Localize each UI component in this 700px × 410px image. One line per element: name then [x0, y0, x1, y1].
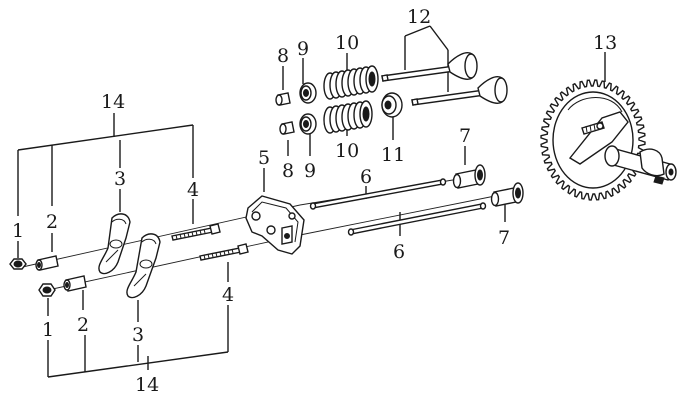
label-4-bottom: 4 — [222, 284, 234, 306]
label-14-top: 14 — [101, 91, 125, 113]
label-9-top: 9 — [297, 38, 309, 60]
label-14-bottom: 14 — [135, 374, 159, 396]
retainer-part-9-bottom — [299, 113, 317, 135]
nut-part-1-top — [9, 258, 27, 270]
camshaft-gear-part-13 — [540, 79, 677, 201]
rocker-arm-part-3-top — [98, 213, 131, 275]
label-2-bottom: 2 — [77, 314, 89, 336]
part-number-labels: 1 1 2 2 3 3 4 4 5 6 6 7 7 8 8 9 9 10 10 … — [12, 6, 617, 396]
label-1-top: 1 — [12, 220, 24, 242]
label-12: 12 — [407, 6, 431, 28]
label-11: 11 — [381, 144, 405, 166]
cotter-part-8-top — [275, 92, 291, 106]
nut-part-1-bottom — [38, 283, 56, 297]
spring-part-10-bottom — [323, 100, 373, 134]
label-10-bottom: 10 — [335, 140, 359, 162]
label-9-bottom: 9 — [304, 160, 316, 182]
label-4-top: 4 — [187, 179, 199, 201]
tappet-part-7-top — [452, 164, 486, 189]
retainer-part-9-top — [299, 82, 317, 104]
stud-part-4-bottom — [199, 243, 249, 261]
label-6-bottom: 6 — [393, 241, 405, 263]
valve-part-12-intake — [381, 52, 478, 82]
bushing-part-2-bottom — [63, 275, 87, 292]
bushing-part-2-top — [35, 255, 59, 271]
valve-seal-part-11 — [381, 92, 403, 118]
callout-lines — [17, 25, 606, 378]
label-8-bottom: 8 — [282, 160, 294, 182]
tappet-part-7-bottom — [490, 182, 524, 207]
label-7-bottom: 7 — [498, 227, 510, 249]
label-10-top: 10 — [335, 32, 359, 54]
cotter-part-8-bottom — [279, 121, 295, 135]
spring-part-10-top — [323, 65, 379, 100]
label-8-top: 8 — [277, 45, 289, 67]
label-7-top: 7 — [459, 125, 471, 147]
label-13: 13 — [593, 32, 617, 54]
stud-part-4-top — [171, 223, 221, 241]
label-5: 5 — [258, 147, 270, 169]
label-6-top: 6 — [360, 166, 372, 188]
guide-plate-part-5 — [245, 195, 305, 255]
rocker-arm-part-3-bottom — [126, 233, 161, 299]
label-3-bottom: 3 — [132, 324, 144, 346]
label-3-top: 3 — [114, 168, 126, 190]
push-rod-part-6-top — [309, 178, 447, 210]
label-2-top: 2 — [46, 211, 58, 233]
push-rod-part-6-bottom — [347, 202, 487, 236]
label-1-bottom: 1 — [42, 319, 54, 341]
valve-part-12-exhaust — [411, 76, 508, 106]
